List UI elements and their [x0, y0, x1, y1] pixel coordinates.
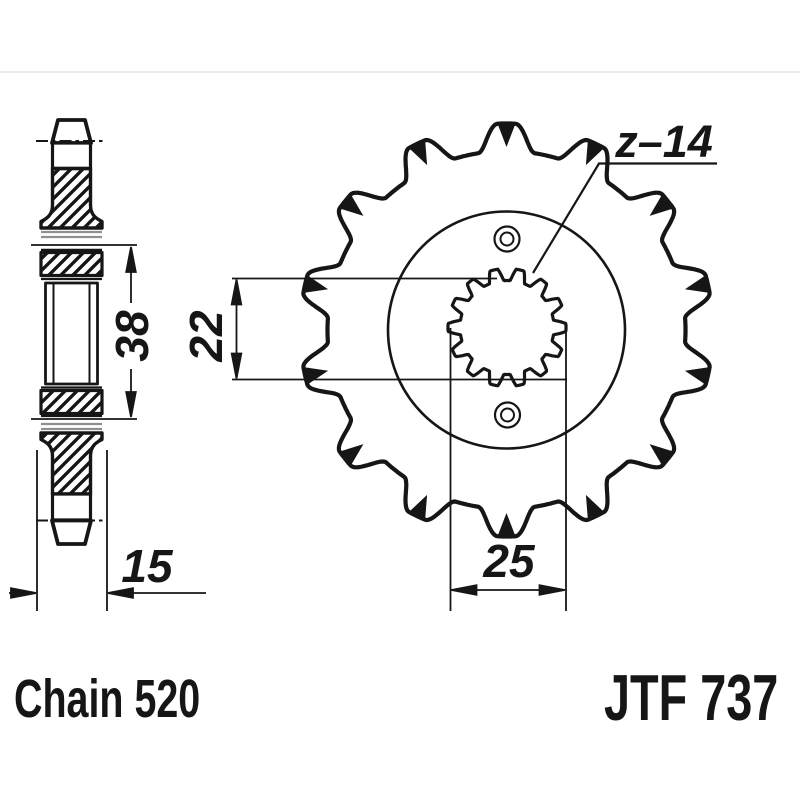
dimension-value-38: 38 — [106, 310, 158, 362]
side-hatch-block-top — [39, 166, 104, 230]
side-section-view — [36, 118, 106, 546]
teeth-count-leader — [532, 162, 717, 274]
part-code-label: JTF 737 — [604, 661, 779, 734]
side-hatch-flange-bottom — [39, 388, 104, 416]
pin-hole-bottom — [493, 401, 522, 429]
chain-size-label: Chain 520 — [14, 669, 201, 729]
front-view — [301, 121, 712, 539]
spline-bore — [446, 267, 568, 388]
side-hatch-flange-top — [39, 250, 104, 278]
dimension-value-25: 25 — [483, 535, 535, 587]
teeth-count-label: z–14 — [615, 116, 713, 167]
side-tooth-body-top — [50, 141, 93, 171]
side-tooth-body-bottom — [50, 492, 93, 522]
top-faint-rule — [0, 71, 800, 73]
side-tooth-tip-top — [50, 118, 93, 145]
pin-hole-top — [493, 225, 521, 253]
dimension-value-22: 22 — [180, 310, 232, 362]
hub-shoulder-circle — [386, 210, 627, 450]
dimension-lines — [9, 162, 717, 611]
dimension-value-15: 15 — [121, 540, 173, 592]
side-tooth-tip-bottom — [50, 518, 93, 546]
side-hatch-block-bottom — [39, 431, 104, 496]
